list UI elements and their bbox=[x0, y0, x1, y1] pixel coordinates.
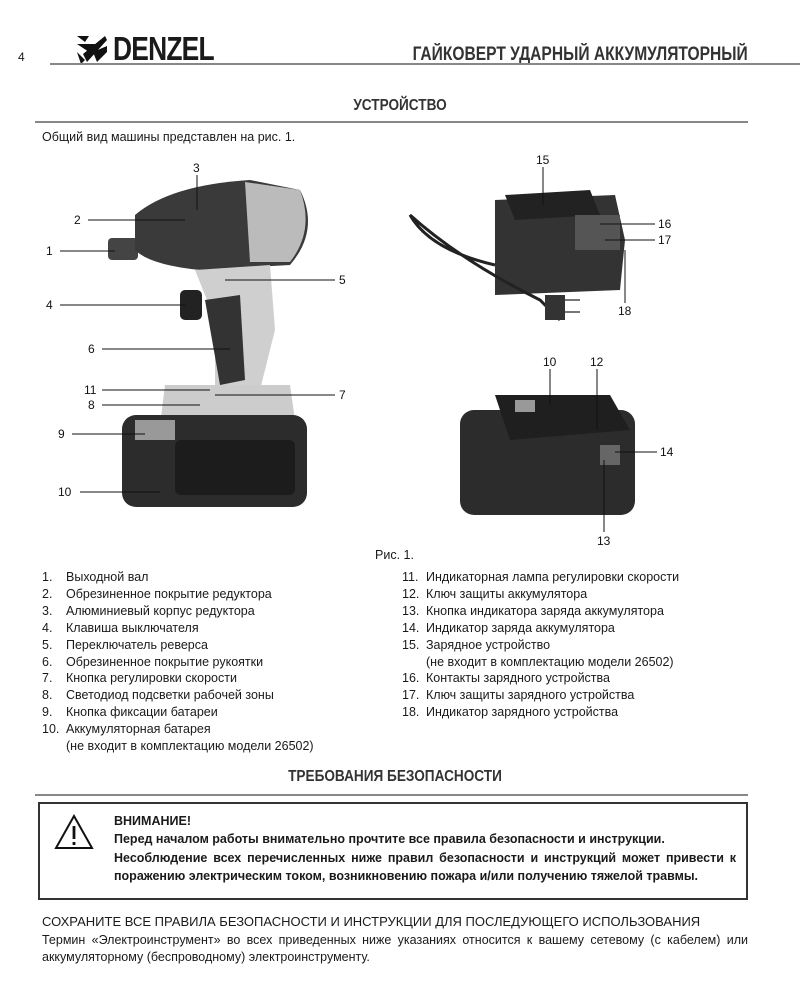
list-item: 7.Кнопка регулировки скорости bbox=[42, 671, 237, 686]
battery-illustration bbox=[460, 395, 635, 515]
list-item: 16.Контакты зарядного устройства bbox=[402, 671, 610, 686]
callout-3: 3 bbox=[193, 161, 200, 175]
callout-11: 11 bbox=[84, 383, 97, 397]
parts-list-right: 11.Индикаторная лампа регулировки скорос… bbox=[402, 569, 679, 721]
list-item: 14.Индикатор заряда аккумулятора bbox=[402, 620, 615, 635]
list-item: 13.Кнопка индикатора заряда аккумулятора bbox=[402, 603, 664, 618]
section-title-safety: ТРЕБОВАНИЯ БЕЗОПАСНОСТИ bbox=[288, 768, 502, 785]
callout-6: 6 bbox=[88, 342, 95, 356]
section-title-device: УСТРОЙСТВО bbox=[353, 97, 447, 114]
brand-logo: DENZEL bbox=[75, 30, 239, 68]
logo-emblem-icon bbox=[77, 36, 107, 64]
intro-text: Общий вид машины представлен на рис. 1. bbox=[42, 130, 296, 144]
term-note: Термин «Электроинструмент» во всех приве… bbox=[42, 933, 748, 964]
callout-4: 4 bbox=[46, 298, 53, 312]
callout-7: 7 bbox=[339, 388, 346, 402]
callout-10-battery: 10 bbox=[543, 355, 557, 369]
callout-13: 13 bbox=[597, 534, 611, 548]
warning-line-2: Несоблюдение всех перечисленных ниже пра… bbox=[114, 850, 736, 884]
list-item: (не входит в комплектацию модели 26502) bbox=[426, 654, 674, 669]
document-title: ГАЙКОВЕРТ УДАРНЫЙ АККУМУЛЯТОРНЫЙ bbox=[412, 44, 748, 65]
list-item: 5.Переключатель реверса bbox=[42, 637, 208, 652]
callout-18: 18 bbox=[618, 304, 632, 318]
list-item: 6.Обрезиненное покрытие рукоятки bbox=[42, 654, 264, 669]
figure-caption: Рис. 1. bbox=[375, 548, 414, 562]
list-item: 1.Выходной вал bbox=[42, 570, 149, 584]
callout-8: 8 bbox=[88, 398, 95, 412]
impact-wrench-illustration bbox=[108, 180, 308, 507]
figure-1: 1 2 3 4 5 6 7 8 9 10 11 12 13 14 15 16 1… bbox=[46, 153, 674, 548]
section-divider bbox=[35, 121, 748, 123]
page-number: 4 bbox=[18, 50, 25, 64]
list-item: 10.Аккумуляторная батарея bbox=[42, 722, 211, 737]
warning-line-1: Перед началом работы внимательно прочтит… bbox=[114, 832, 665, 847]
callout-15: 15 bbox=[536, 153, 550, 167]
list-item: 12.Ключ защиты аккумулятора bbox=[402, 586, 588, 601]
callout-9: 9 bbox=[58, 427, 65, 441]
warning-triangle-icon bbox=[54, 814, 94, 849]
parts-list-left: 1.Выходной вал 2.Обрезиненное покрытие р… bbox=[42, 569, 314, 755]
list-item: 2.Обрезиненное покрытие редуктора bbox=[42, 586, 272, 601]
callout-5: 5 bbox=[339, 273, 346, 287]
list-item: 4.Клавиша выключателя bbox=[42, 620, 199, 635]
list-item: 11.Индикаторная лампа регулировки скорос… bbox=[402, 570, 680, 584]
callout-12: 12 bbox=[590, 355, 604, 369]
callout-10: 10 bbox=[58, 485, 72, 499]
callout-2: 2 bbox=[74, 213, 81, 227]
callout-14: 14 bbox=[660, 445, 674, 459]
list-item: 18.Индикатор зарядного устройства bbox=[402, 705, 619, 720]
warning-title: ВНИМАНИЕ! bbox=[114, 814, 191, 828]
section-divider bbox=[35, 794, 748, 796]
brand-name: DENZEL bbox=[113, 30, 215, 67]
leader-lines bbox=[60, 167, 657, 532]
warning-box: ВНИМАНИЕ! Перед началом работы вниматель… bbox=[38, 802, 748, 900]
list-item: 3.Алюминиевый корпус редуктора bbox=[42, 603, 255, 618]
charger-illustration bbox=[408, 190, 625, 322]
list-item: 17.Ключ защиты зарядного устройства bbox=[402, 688, 635, 703]
list-item: 9.Кнопка фиксации батареи bbox=[42, 705, 218, 720]
callout-17: 17 bbox=[658, 233, 672, 247]
list-item: 15.Зарядное устройство bbox=[402, 637, 551, 652]
list-item: 8.Светодиод подсветки рабочей зоны bbox=[42, 688, 274, 703]
list-item: (не входит в комплектацию модели 26502) bbox=[66, 739, 314, 754]
callout-1: 1 bbox=[46, 244, 53, 258]
callout-16: 16 bbox=[658, 217, 672, 231]
header-divider bbox=[50, 63, 800, 65]
save-notice: СОХРАНИТЕ ВСЕ ПРАВИЛА БЕЗОПАСНОСТИ И ИНС… bbox=[42, 914, 701, 929]
